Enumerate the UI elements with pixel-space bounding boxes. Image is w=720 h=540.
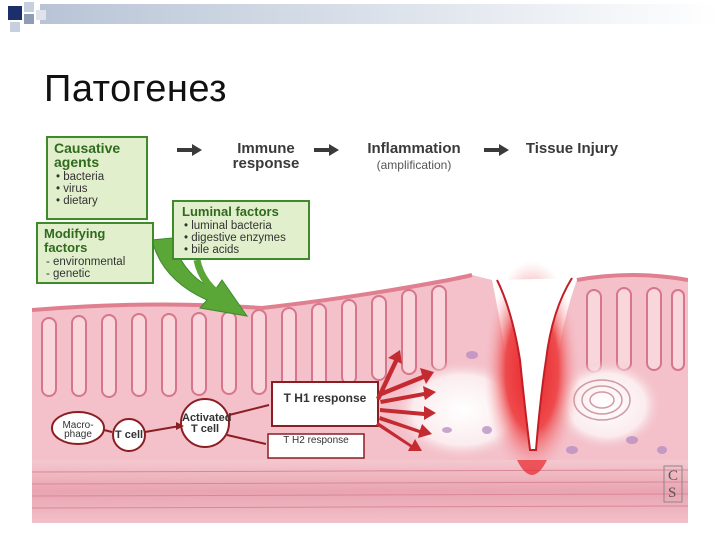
slide-title: Патогенез — [44, 68, 227, 111]
decor-square-light-2 — [10, 22, 20, 32]
th1-response-label: T H1 response — [282, 392, 368, 405]
tissue-injury-label: Tissue Injury — [512, 141, 632, 156]
amplification-label: (amplification) — [348, 158, 480, 172]
modifying-heading: Modifying factors — [38, 224, 152, 256]
decor-squares — [0, 0, 720, 40]
luminal-factors-box: Luminal factors • luminal bacteria • dig… — [172, 200, 310, 260]
immune-response-label: Immune response — [222, 141, 310, 171]
luminal-heading: Luminal factors — [174, 202, 308, 220]
modifying-factors-box: Modifying factors - environmental - gene… — [36, 222, 154, 284]
pathogenesis-figure: C S Causative agents • bacteria • virus … — [32, 130, 688, 523]
decor-square-light-1 — [24, 2, 34, 12]
causative-item: • dietary — [48, 195, 146, 207]
th2-response-label: T H2 response — [272, 436, 360, 446]
svg-text:S: S — [668, 485, 676, 501]
decor-square-light-3 — [36, 10, 46, 20]
inflammation-label: Inflammation — [348, 141, 480, 156]
causative-item: • bacteria — [48, 171, 146, 183]
svg-text:C: C — [668, 468, 678, 484]
top-gradient-strip — [40, 4, 720, 24]
macrophage-label: Macro-phage — [58, 421, 98, 439]
muscle-layer — [32, 460, 688, 523]
luminal-item: • bile acids — [174, 244, 308, 256]
activated-tcell-label: Activated T cell — [182, 413, 228, 435]
modifying-item: - environmental — [38, 256, 152, 268]
luminal-item: • digestive enzymes — [174, 232, 308, 244]
tcell-label: T cell — [113, 430, 145, 441]
causative-item: • virus — [48, 183, 146, 195]
causative-heading: Causative agents — [48, 138, 146, 171]
top-decor-bar — [0, 0, 720, 40]
modifying-item: - genetic — [38, 268, 152, 280]
luminal-item: • luminal bacteria — [174, 220, 308, 232]
decor-square-mid — [24, 14, 34, 24]
decor-square-navy — [8, 6, 22, 20]
causative-agents-box: Causative agents • bacteria • virus • di… — [46, 136, 148, 220]
